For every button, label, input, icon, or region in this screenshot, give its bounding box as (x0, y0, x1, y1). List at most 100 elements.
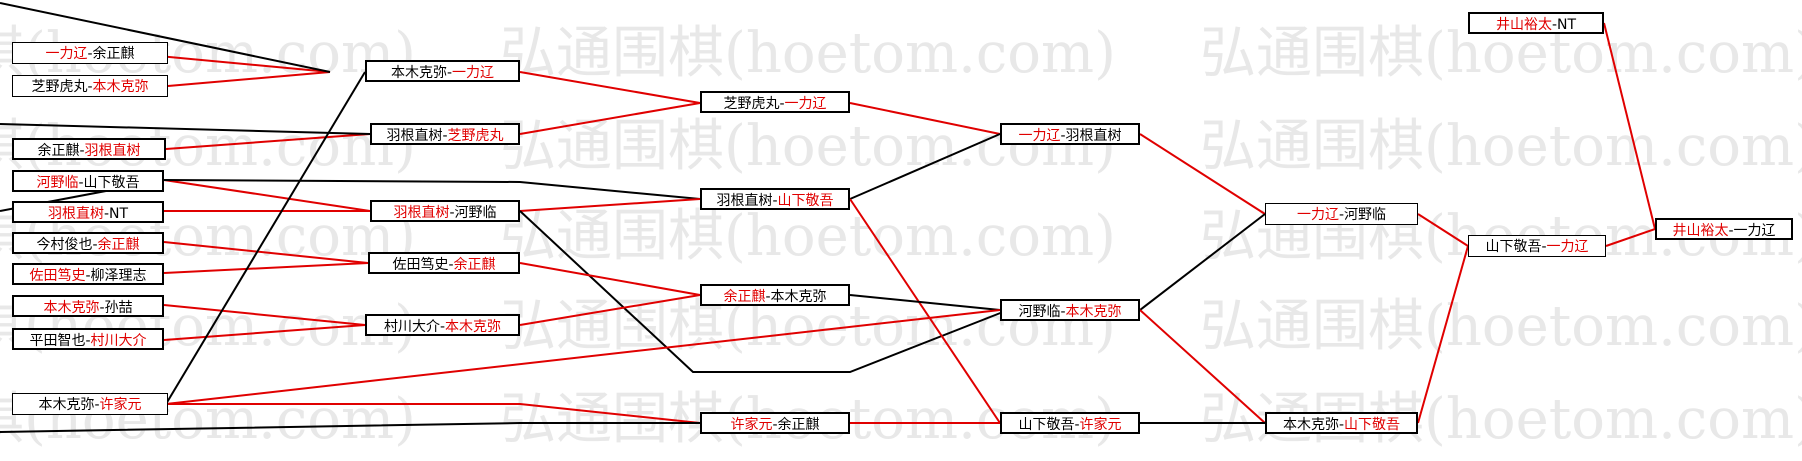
watermark-text: 弘通围棋(hoetom.com) (500, 204, 1116, 269)
player-name: 芝野虎丸 (447, 128, 504, 144)
connector-line (1139, 309, 1266, 424)
player-name: 山下敬吾 (1344, 417, 1401, 433)
connector-line (1139, 133, 1266, 215)
player-name: 本木克弥 (38, 397, 95, 413)
player-name: NT (1557, 17, 1577, 33)
player-name: 许家元 (99, 397, 142, 413)
player-name: 柳泽理志 (90, 268, 147, 284)
connector-line (849, 133, 1001, 200)
match-box: 井山裕太-NT (1468, 12, 1604, 34)
player-name: 本木克弥 (1282, 417, 1339, 433)
match-box: 一力辽-羽根直树 (1000, 123, 1140, 145)
connector-line (165, 309, 1001, 405)
match-box: 本木克弥-孙喆 (12, 295, 164, 317)
player-name: 一力辽 (1733, 223, 1776, 239)
match-box: 村川大介-本木克弥 (365, 314, 520, 336)
player-name: 本木克弥 (445, 319, 502, 335)
match-box: 河野临-山下敬吾 (12, 170, 164, 192)
match-box: 山下敬吾-许家元 (1000, 412, 1140, 434)
connector-line (519, 262, 701, 296)
player-name: 井山裕太 (1495, 17, 1552, 33)
match-box: 余正麒-本木克弥 (700, 284, 850, 306)
connector-line (519, 198, 701, 212)
player-name: 一力辽 (1296, 207, 1339, 223)
player-name: 河野临 (1344, 207, 1387, 223)
connector-line (519, 294, 701, 326)
player-name: 余正麒 (97, 237, 140, 253)
connector-line (1417, 245, 1469, 424)
match-box: 羽根直树-河野临 (370, 200, 520, 222)
player-name: 平田智也 (29, 333, 86, 349)
connector-line (0, 422, 700, 433)
connector-line (147, 54, 331, 73)
connector-line (163, 324, 366, 341)
connector-line (0, 123, 371, 135)
match-box: 平田智也-村川大介 (12, 328, 164, 350)
match-box: 河野临-本木克弥 (1000, 299, 1140, 321)
connector-line (163, 262, 369, 274)
player-name: 芝野虎丸 (723, 96, 780, 112)
player-name: 余正麒 (777, 417, 820, 433)
watermark-text: 弘通围棋(hoetom.com) (1200, 294, 1802, 359)
player-name: 余正麒 (453, 257, 496, 273)
player-name: 河野临 (1018, 304, 1061, 320)
player-name: 一力辽 (45, 46, 88, 62)
match-box: 羽根直树-芝野虎丸 (370, 123, 520, 145)
player-name: 一力辽 (1546, 239, 1589, 255)
connector-line (165, 71, 366, 405)
player-name: 山下敬吾 (777, 193, 834, 209)
connector-line (519, 210, 1009, 373)
player-name: 本木克弥 (770, 289, 827, 305)
player-name: 佐田笃史 (392, 257, 449, 273)
connector-line (163, 304, 366, 326)
connector-line (165, 133, 371, 150)
match-box: 本木克弥-山下敬吾 (1265, 412, 1418, 434)
connector-line (1603, 22, 1656, 230)
connector-line (163, 241, 369, 264)
watermark-text: 弘通围棋(hoetom.com) (500, 21, 1116, 86)
player-name: 许家元 (1079, 417, 1122, 433)
player-name: NT (109, 206, 129, 222)
connector-line (849, 102, 1001, 135)
player-name: 一力辽 (784, 96, 827, 112)
connector-line (0, 2, 331, 73)
player-name: 余正麒 (37, 143, 80, 159)
player-name: 河野临 (36, 175, 79, 191)
connector-line (168, 403, 701, 424)
match-box: 本木克弥-一力辽 (365, 60, 520, 82)
match-box: 芝野虎丸-本木克弥 (12, 75, 168, 97)
player-name: 羽根直树 (716, 193, 773, 209)
player-name: 羽根直树 (393, 205, 450, 221)
connector-line (167, 71, 331, 87)
player-name: 村川大介 (90, 333, 147, 349)
player-name: 村川大介 (383, 319, 440, 335)
player-name: 孙喆 (104, 300, 133, 316)
match-box: 羽根直树-山下敬吾 (700, 188, 850, 210)
player-name: 佐田笃史 (29, 268, 86, 284)
connector-line (1605, 228, 1656, 247)
connector-line (163, 179, 701, 200)
player-name: 本木克弥 (43, 300, 100, 316)
watermark-text: 弘通围棋(hoetom.com) (1200, 114, 1802, 179)
player-name: 羽根直树 (386, 128, 443, 144)
player-name: 山下敬吾 (1485, 239, 1542, 255)
player-name: 芝野虎丸 (31, 79, 88, 95)
player-name: 许家元 (730, 417, 773, 433)
connector-line (849, 294, 1001, 311)
connector-line (519, 102, 701, 135)
player-name: 本木克弥 (92, 79, 149, 95)
connector-line (1139, 213, 1266, 311)
match-box: 许家元-余正麒 (700, 412, 850, 434)
match-box: 佐田笃史-余正麒 (368, 252, 520, 274)
connector-line (1417, 213, 1469, 247)
match-box: 本木克弥-许家元 (12, 393, 168, 415)
player-name: 羽根直树 (1065, 128, 1122, 144)
player-name: 一力辽 (452, 65, 495, 81)
match-box: 一力辽-河野临 (1265, 203, 1418, 225)
connector-line (519, 71, 701, 104)
player-name: 羽根直树 (47, 206, 104, 222)
player-name: 山下敬吾 (83, 175, 140, 191)
match-box: 山下敬吾-一力辽 (1468, 235, 1606, 257)
